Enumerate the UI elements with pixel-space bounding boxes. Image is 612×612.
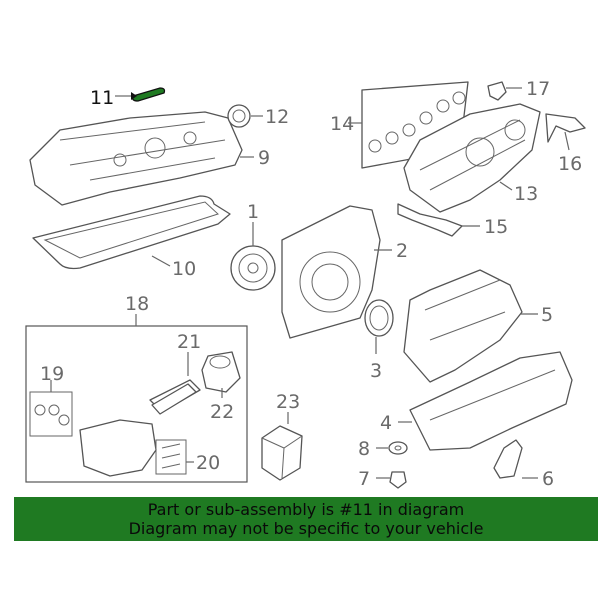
banner-line-2: Diagram may not be specific to your vehi… xyxy=(128,519,484,538)
banner-line-1: Part or sub-assembly is #11 in diagram xyxy=(147,500,465,519)
part-23-filter-cartridge xyxy=(261,425,303,481)
callout-2: 2 xyxy=(396,240,408,262)
part-22-filter-cap xyxy=(201,351,241,393)
part-17-sensor xyxy=(487,81,507,101)
part-5-oil-pan-upper xyxy=(403,269,523,383)
callout-3: 3 xyxy=(370,360,382,382)
callout-18: 18 xyxy=(125,293,149,315)
part-21-filter-element xyxy=(151,383,197,415)
callout-1: 1 xyxy=(247,201,259,223)
callout-5: 5 xyxy=(541,304,553,326)
part-4-oil-pan-lower xyxy=(409,351,573,451)
leader-10 xyxy=(151,255,171,267)
part-19-oring-set xyxy=(29,391,73,437)
callout-22: 22 xyxy=(210,401,234,423)
callout-13: 13 xyxy=(514,183,538,205)
part-1-pulley xyxy=(230,245,276,291)
part-10-gasket xyxy=(32,195,231,270)
leader-16 xyxy=(564,131,570,151)
leader-13 xyxy=(499,181,513,191)
part-11-seal xyxy=(131,87,166,102)
part-9-valve-cover xyxy=(29,111,243,206)
part-3-seal-ring xyxy=(364,299,394,337)
callout-6: 6 xyxy=(542,468,554,490)
part-8-washer xyxy=(388,441,408,455)
callout-23: 23 xyxy=(276,391,300,413)
part-7-drain-plug xyxy=(389,471,407,489)
callout-19: 19 xyxy=(40,363,64,385)
part-16-bracket xyxy=(545,113,586,143)
callout-8: 8 xyxy=(358,438,370,460)
part-13-head-cover xyxy=(403,103,541,213)
callout-15: 15 xyxy=(484,216,508,238)
leader-11-arrow xyxy=(131,92,137,100)
callout-10: 10 xyxy=(172,258,196,280)
callout-21: 21 xyxy=(177,331,201,353)
part-6-level-sensor xyxy=(493,439,523,479)
callout-7: 7 xyxy=(358,468,370,490)
callout-20: 20 xyxy=(196,452,220,474)
callout-11: 11 xyxy=(90,87,114,109)
part-20-gasket-kit xyxy=(155,439,187,475)
callout-12: 12 xyxy=(265,106,289,128)
part-15-bracket xyxy=(397,203,463,237)
callout-4: 4 xyxy=(380,412,392,434)
info-banner: Part or sub-assembly is #11 in diagram D… xyxy=(14,497,598,541)
callout-17: 17 xyxy=(526,78,550,100)
callout-16: 16 xyxy=(558,153,582,175)
part-2-timing-cover xyxy=(281,205,381,339)
callout-9: 9 xyxy=(258,147,270,169)
callout-14: 14 xyxy=(330,113,354,135)
part-12-filler-cap xyxy=(227,104,251,128)
